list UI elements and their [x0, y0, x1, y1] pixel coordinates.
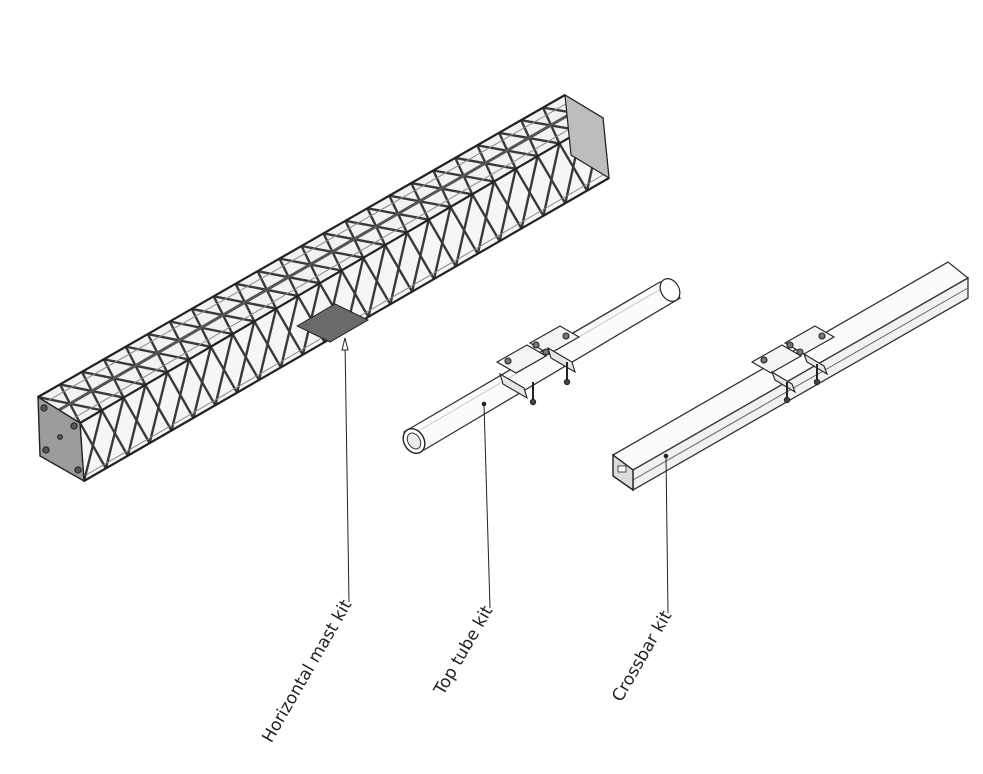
top-tube-kit [402, 278, 682, 455]
label-horizontal-mast-kit: Horizontal mast kit [258, 596, 356, 746]
tube-clamp [495, 325, 581, 406]
crossbar-clamp [750, 325, 836, 404]
crossbar-end-profile [612, 453, 634, 492]
mast-cap-bolts [40, 404, 82, 474]
horizontal-mast-kit [36, 93, 610, 483]
tube-far-end [659, 278, 681, 302]
mast-centre-plate [295, 303, 370, 343]
mast-end-cap-far [564, 93, 610, 180]
label-crossbar-kit: Crossbar kit [608, 607, 676, 705]
leader-tube [483, 403, 491, 609]
leader-mast [344, 341, 350, 603]
tube-body [402, 281, 682, 451]
mast-side-face [79, 117, 610, 483]
leader-crossbar [665, 455, 669, 614]
label-top-tube-kit: Top tube kit [430, 602, 498, 699]
crossbar-kit [611, 261, 970, 492]
callout-leaders [341, 337, 669, 614]
